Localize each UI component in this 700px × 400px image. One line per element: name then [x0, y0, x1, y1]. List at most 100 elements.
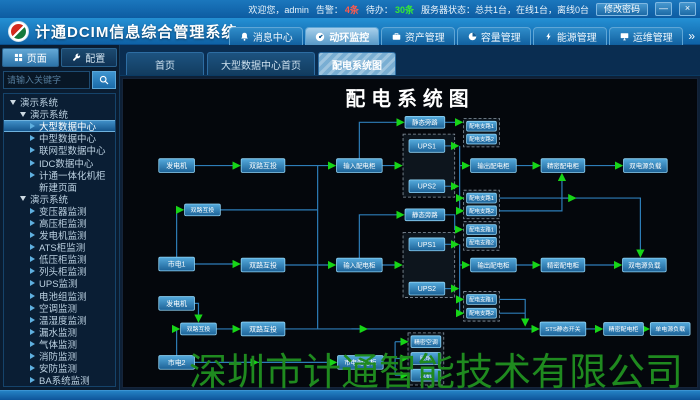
tree-item[interactable]: 气体监测 — [4, 338, 115, 351]
diagram-node[interactable]: 输出配电柜 — [470, 158, 517, 173]
tree-item[interactable]: 列头柜监测 — [4, 265, 115, 278]
tree-item[interactable]: 消防监测 — [4, 350, 115, 364]
tree-item[interactable]: 计通一体化机柜 — [4, 169, 115, 182]
nav-more-button[interactable]: » — [688, 29, 695, 43]
diagram-node[interactable]: 配电支路1 — [466, 224, 497, 235]
diagram-node[interactable]: 静态旁路 — [404, 208, 446, 222]
tree-item[interactable]: 演示系统 — [4, 193, 115, 206]
tree-item[interactable]: 温湿度监测 — [4, 314, 115, 327]
minimize-button[interactable]: — — [655, 2, 672, 16]
diagram-node[interactable]: 配电支路1 — [466, 120, 497, 132]
diagram-node[interactable]: 配电支路2 — [466, 205, 497, 217]
content-tab[interactable]: 大型数据中心首页 — [207, 52, 315, 75]
tree-item[interactable]: 演示系统 — [4, 96, 115, 109]
diagram-node[interactable]: 单电源负载 — [649, 322, 691, 336]
svg-text:配电支路1: 配电支路1 — [469, 226, 494, 234]
tree-item[interactable]: 低压柜监测 — [4, 253, 115, 266]
change-password-button[interactable]: 修改密码 — [595, 2, 648, 16]
diagram-node[interactable]: 风机 — [410, 368, 442, 382]
content-tab[interactable]: 配电系统图 — [318, 52, 396, 75]
diagram-node[interactable]: 精密空调 — [410, 335, 442, 349]
tree-item[interactable]: 高压柜监测 — [4, 217, 115, 230]
nav-tab-label: 容量管理 — [480, 33, 521, 44]
tree-item[interactable]: 漏水监测 — [4, 326, 115, 339]
diagram-node[interactable]: UPS2 — [408, 281, 446, 296]
tree-item[interactable]: 中型数据中心 — [4, 132, 115, 145]
diagram-node[interactable]: 照明 — [410, 352, 442, 365]
diagram-node[interactable]: STS静态开关 — [539, 321, 587, 337]
svg-text:输入配电柜: 输入配电柜 — [343, 161, 376, 170]
search-input[interactable] — [3, 71, 90, 89]
tree-item[interactable]: 空调监测 — [4, 302, 115, 315]
tree-item[interactable]: 发电机监测 — [4, 229, 115, 242]
diagram-node[interactable]: 发电机 — [158, 296, 195, 311]
diagram-node[interactable]: 精密配电柜 — [540, 158, 586, 173]
sidebar-tab[interactable]: 页面 — [2, 48, 59, 67]
diagram-node[interactable]: 配电支路2 — [466, 307, 497, 319]
diagram-node[interactable]: 双电源负载 — [622, 257, 667, 273]
diagram-node[interactable]: 输出配电柜 — [470, 257, 517, 273]
tree-item[interactable]: UPS监测 — [4, 277, 115, 290]
svg-text:精密空调: 精密空调 — [414, 338, 438, 346]
nav-tab[interactable]: 能源管理 — [533, 27, 608, 45]
diagram-node[interactable]: 双路互投 — [184, 203, 221, 217]
tree-item[interactable]: 安防监测 — [4, 362, 115, 375]
tree-leaf-icon — [30, 159, 35, 166]
sidebar-tab[interactable]: 配置 — [60, 48, 117, 67]
sidebar-tabs: 页面配置 — [0, 45, 119, 69]
diagram-node[interactable]: 双路互投 — [240, 257, 286, 273]
diagram-node[interactable]: 精密配电柜 — [540, 257, 586, 273]
diagram-node[interactable]: 市电配电柜 — [337, 355, 384, 370]
diagram-node[interactable]: UPS1 — [408, 237, 446, 252]
tree-item-label: 变压器监测 — [39, 206, 87, 218]
diagram-node[interactable]: 市电2 — [158, 355, 195, 370]
diagram-node[interactable]: 输入配电柜 — [336, 257, 383, 273]
diagram-node[interactable]: 静态旁路 — [404, 115, 446, 129]
svg-text:输入配电柜: 输入配电柜 — [343, 260, 376, 269]
diagram-node[interactable]: 市电1 — [158, 256, 195, 272]
nav-tab[interactable]: 消息中心 — [229, 27, 304, 45]
diagram-node[interactable]: 配电支路2 — [466, 133, 497, 145]
nav-tab[interactable]: 运维管理 — [609, 27, 684, 45]
content-tab[interactable]: 首页 — [126, 52, 204, 75]
diagram-edge — [499, 298, 530, 327]
diagram-node[interactable]: 双电源负载 — [623, 158, 668, 173]
diagram-edge — [499, 197, 645, 258]
todo-value: 30条 — [394, 4, 414, 15]
diagram-node[interactable]: 配电支路1 — [466, 294, 497, 305]
tree-item-label: IDC数据中心 — [39, 158, 94, 170]
diagram-node[interactable]: 发电机 — [158, 158, 195, 173]
nav-tab[interactable]: 资产管理 — [381, 27, 456, 45]
tree-leaf-icon — [30, 232, 35, 239]
diagram-node[interactable]: 精密配电柜 — [603, 322, 644, 336]
tree-item-label: 消防监测 — [39, 352, 78, 364]
tree-item[interactable]: 演示系统 — [4, 108, 115, 121]
diagram-node[interactable]: 双路互投 — [180, 322, 217, 336]
diagram-node[interactable]: 双路互投 — [240, 321, 286, 337]
nav-tab[interactable]: 动环监控 — [305, 27, 380, 45]
tree-item[interactable]: ATS柜监测 — [4, 241, 115, 254]
diagram-node[interactable]: UPS2 — [408, 179, 446, 194]
diagram-node[interactable]: 配电支路2 — [466, 237, 497, 248]
diagram-node[interactable]: UPS1 — [408, 139, 446, 153]
tree-item[interactable]: 大型数据中心 — [4, 120, 115, 133]
tree-item[interactable]: IDC数据中心 — [4, 156, 115, 170]
tree-leaf-icon — [30, 377, 35, 384]
close-button[interactable]: × — [679, 2, 696, 16]
tree-item[interactable]: 联网型数据中心 — [4, 144, 115, 157]
tree-item[interactable]: 电池组监测 — [4, 290, 115, 303]
diagram-node[interactable]: 输入配电柜 — [336, 158, 383, 173]
tree-item[interactable]: BA系统监测 — [4, 374, 115, 386]
diagram-node[interactable]: 配电支路1 — [466, 192, 497, 204]
nav-tab[interactable]: 容量管理 — [457, 27, 532, 45]
tree-leaf-icon — [30, 219, 35, 226]
tree-item[interactable]: 变压器监测 — [4, 205, 115, 218]
search-button[interactable] — [92, 71, 116, 89]
diagram-node[interactable]: 双路互投 — [240, 158, 286, 173]
tree-leaf-icon — [30, 304, 35, 311]
tree-item[interactable]: 新建页面 — [4, 181, 115, 194]
svg-text:配电支路2: 配电支路2 — [469, 135, 494, 143]
tree-leaf-icon — [30, 135, 35, 142]
